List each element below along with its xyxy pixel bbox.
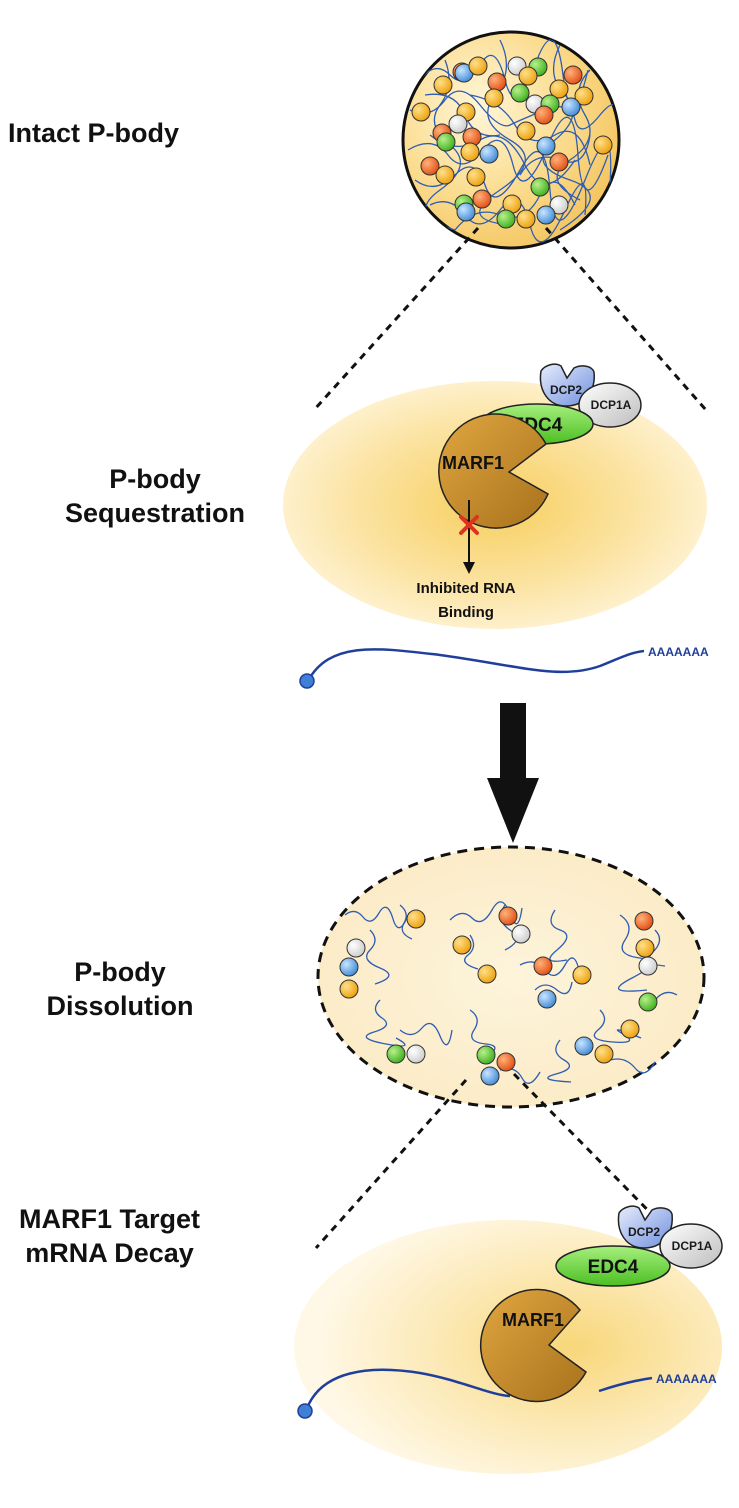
marf1-label: MARF1 xyxy=(442,453,504,473)
protein-spheres xyxy=(411,56,613,229)
dissolution-ellipse xyxy=(316,845,706,1109)
inhibited-label-line2: Binding xyxy=(438,604,494,621)
complex-sequestration: DCP2 DCP1A EDC4 MARF1 Inhibited RNA Bind… xyxy=(416,363,642,621)
mrna-transcript: AAAAAAA xyxy=(299,645,709,689)
edc4-protein-decay: EDC4 xyxy=(555,1245,671,1287)
dcp1a-protein-decay: DCP1A xyxy=(659,1223,723,1269)
dcp1a-label: DCP1A xyxy=(591,398,632,412)
marf1-label-decay: MARF1 xyxy=(502,1310,564,1330)
sequestration-label-line2: Sequestration xyxy=(64,498,246,528)
mrna-cap-decay xyxy=(297,1403,313,1419)
stage-label-sequestration: P-body Sequestration xyxy=(60,462,250,530)
mrna-3prime-fragment: AAAAAAA xyxy=(598,1372,717,1393)
marf1-protein-decay: MARF1 xyxy=(479,1288,587,1403)
stage-label-dissolution: P-body Dissolution xyxy=(40,955,200,1023)
poly-a-tail-decay: AAAAAAA xyxy=(656,1372,717,1386)
mrna-5prime-fragment xyxy=(297,1368,511,1419)
mrna-cap xyxy=(299,673,315,689)
dissolution-label-line2: Dissolution xyxy=(46,991,194,1021)
stage-label-intact: Intact P-body xyxy=(8,116,179,150)
intact-label: Intact P-body xyxy=(8,118,180,148)
down-arrow-icon xyxy=(487,703,539,843)
decay-label-line2: mRNA Decay xyxy=(25,1238,194,1268)
dispersed-spheres xyxy=(339,906,658,1086)
dcp2-label-decay: DCP2 xyxy=(628,1225,660,1239)
red-x-icon xyxy=(459,515,479,535)
dcp2-label: DCP2 xyxy=(550,383,582,397)
edc4-label-decay: EDC4 xyxy=(588,1257,639,1278)
dcp2-protein: DCP2 xyxy=(539,363,595,407)
dcp1a-label-decay: DCP1A xyxy=(672,1239,713,1253)
dcp1a-protein: DCP1A xyxy=(578,382,642,428)
sequestration-label-line1: P-body xyxy=(109,464,201,494)
complex-decay: DCP2 DCP1A EDC4 MARF1 AAAAAAA xyxy=(297,1205,723,1419)
inhibited-label-line1: Inhibited RNA xyxy=(416,580,515,597)
zoom-lines-bottom xyxy=(314,1072,690,1253)
zoom-lines-top xyxy=(312,226,708,412)
decay-label-line1: MARF1 Target xyxy=(18,1204,200,1234)
inhibition-arrow xyxy=(463,500,475,574)
dissolution-label-line1: P-body xyxy=(74,957,166,987)
poly-a-tail: AAAAAAA xyxy=(648,645,709,659)
dcp2-protein-decay: DCP2 xyxy=(617,1205,673,1249)
stage-label-decay: MARF1 Target mRNA Decay xyxy=(2,1202,217,1270)
marf1-protein: MARF1 xyxy=(438,413,549,529)
intact-pbody-circle xyxy=(401,30,621,250)
